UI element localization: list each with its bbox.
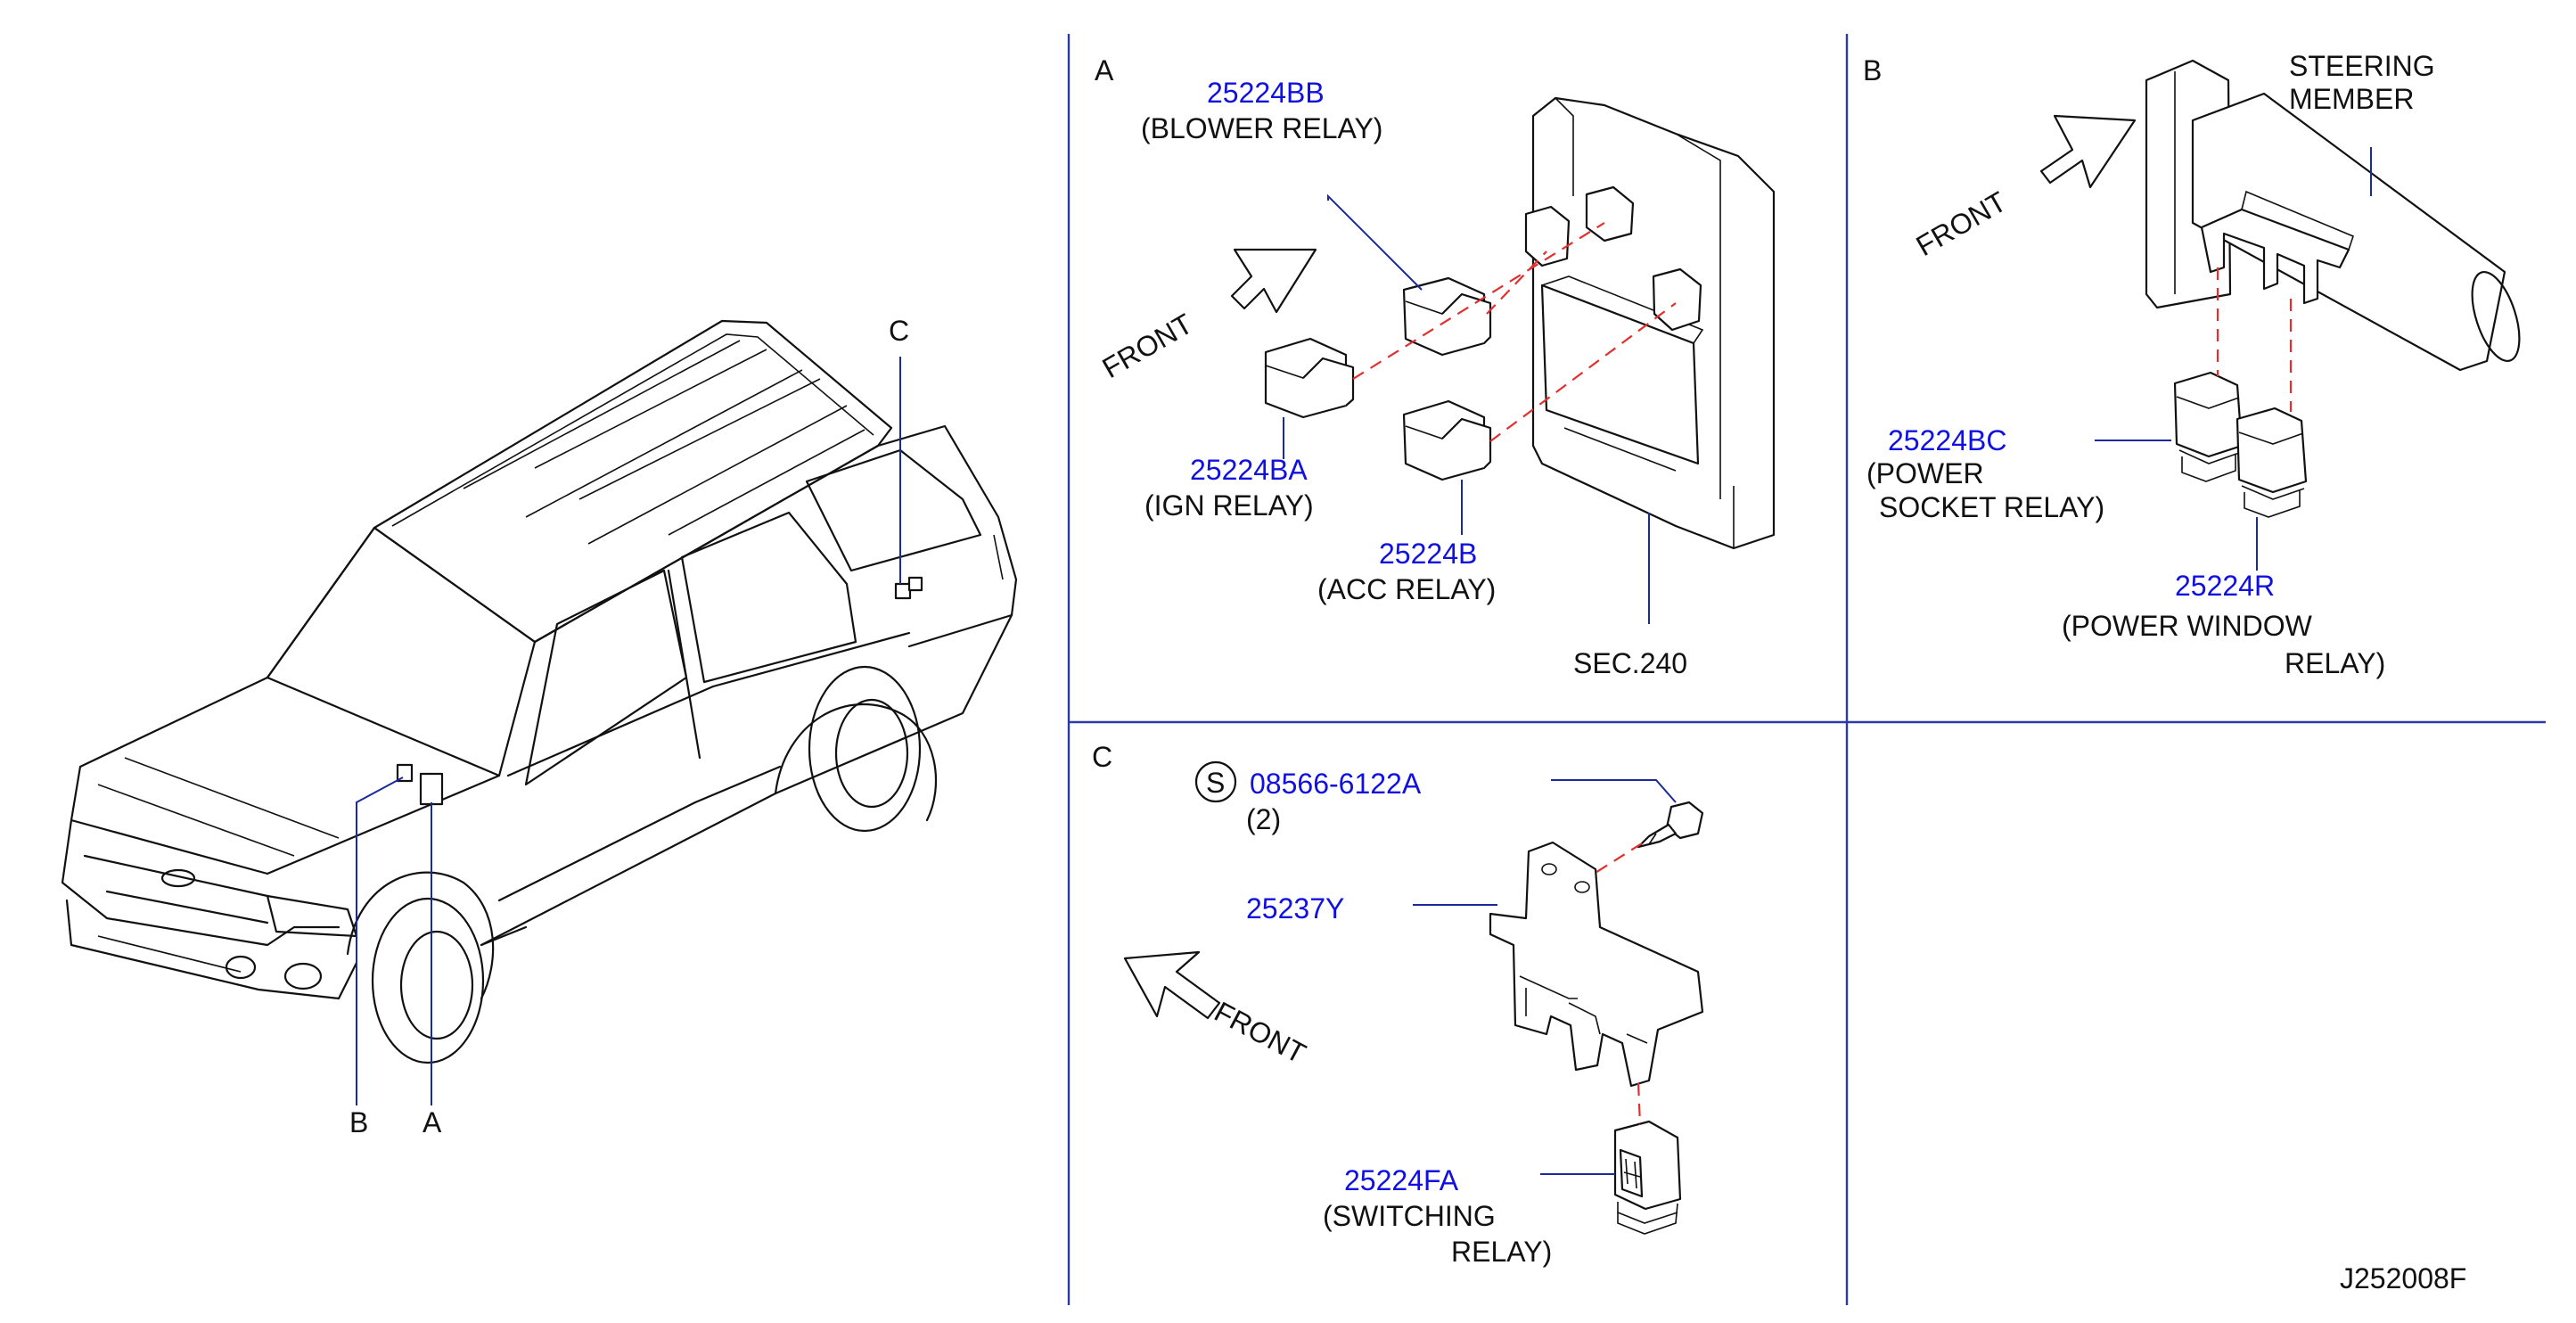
blower-relay [1402, 276, 1492, 357]
front-arrow-icon-a [1230, 248, 1317, 314]
blower-relay-name: (BLOWER RELAY) [1141, 112, 1382, 144]
screw-symbol-letter: S [1206, 767, 1225, 799]
steering-member-line1: STEERING [2289, 50, 2435, 82]
panel-b-front-label: FRONT [1911, 185, 2012, 262]
front-arrow-icon-b [2039, 114, 2137, 189]
power-socket-relay [2173, 371, 2244, 482]
power-window-relay-number: 25224R [2175, 570, 2275, 602]
ign-relay-number: 25224BA [1190, 454, 1308, 486]
panel-a-letter: A [1095, 54, 1114, 86]
bracket-part-number: 25237Y [1246, 892, 1344, 924]
ign-relay [1264, 337, 1355, 419]
bracket [1489, 841, 1704, 1088]
guide-line-switching [1637, 1082, 1642, 1126]
power-socket-relay-line1: (POWER [1866, 457, 1984, 489]
ign-relay-name: (IGN RELAY) [1144, 489, 1314, 522]
vehicle-illustration [61, 319, 1018, 1105]
guide-line-ign [1352, 222, 1605, 380]
panel-c-letter: C [1092, 741, 1112, 773]
screw-symbol-icon: S [1194, 760, 1237, 803]
vehicle-callout-b: B [349, 1106, 368, 1138]
junction-block [1531, 96, 1776, 550]
steering-member [2145, 59, 2521, 372]
power-socket-relay-line2: SOCKET RELAY) [1879, 491, 2104, 523]
section-reference: SEC.240 [1573, 647, 1687, 679]
acc-relay-number: 25224B [1379, 538, 1477, 570]
blower-relay-number: 25224BB [1207, 77, 1325, 109]
switching-relay-number: 25224FA [1344, 1164, 1459, 1196]
switching-relay-line1: (SWITCHING [1323, 1200, 1496, 1232]
steering-member-line2: MEMBER [2289, 83, 2414, 115]
guide-line-acc [1489, 302, 1677, 442]
screw [1637, 801, 1704, 849]
guide-line-blower [1486, 251, 1547, 315]
power-window-relay-line1: (POWER WINDOW [2062, 610, 2313, 642]
guide-line-screw [1590, 842, 1643, 876]
power-window-relay-line2: RELAY) [2285, 647, 2385, 679]
switching-relay [1613, 1120, 1682, 1235]
panel-b-letter: B [1863, 54, 1882, 86]
acc-relay-name: (ACC RELAY) [1317, 573, 1496, 605]
screw-quantity: (2) [1246, 803, 1281, 835]
acc-relay [1402, 399, 1492, 481]
screw-part-number: 08566-6122A [1250, 768, 1422, 800]
panel-a-front-label: FRONT [1097, 308, 1198, 384]
switching-relay-line2: RELAY) [1451, 1236, 1552, 1268]
vehicle-callout-c: C [889, 315, 909, 347]
front-arrow-icon-c [1123, 950, 1221, 1020]
power-socket-relay-number: 25224BC [1888, 424, 2006, 456]
vehicle-callout-a: A [422, 1106, 442, 1138]
diagram-id: J252008F [2340, 1262, 2466, 1294]
panel-c-front-label: FRONT [1210, 995, 1311, 1070]
power-window-relay [2236, 407, 2308, 518]
